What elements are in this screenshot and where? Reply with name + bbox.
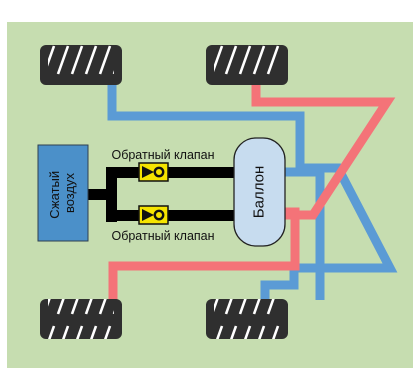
source-label-line2: воздух <box>62 172 77 213</box>
black-lines <box>88 167 236 222</box>
valve-label-bottom: Обратный клапан <box>111 229 214 243</box>
tank-label: Баллон <box>250 166 267 219</box>
compressed-air-box <box>37 144 89 242</box>
check-valve-top: Обратный клапан <box>111 148 215 182</box>
manifold-vertical <box>106 167 117 222</box>
tire-rear-left <box>40 299 122 339</box>
blue-line-path-2 <box>285 167 325 300</box>
tire-front-right <box>206 45 288 85</box>
tire-icon <box>206 45 288 85</box>
red-line-path-2 <box>108 207 300 300</box>
tank-body <box>233 137 286 247</box>
blue-line-path-1 <box>107 84 398 300</box>
blue-lines <box>107 84 398 300</box>
check-valve-icon <box>138 162 169 182</box>
check-valve-bottom: Обратный клапан <box>111 205 215 243</box>
source-label-line1: Сжатый <box>47 171 62 219</box>
svg-text:Сжатый воздух: Сжатый воздух <box>47 167 77 219</box>
red-lines <box>108 85 396 300</box>
tire-icon <box>40 299 122 339</box>
source-stub <box>88 189 112 200</box>
top-feed-line <box>106 167 236 178</box>
air-tank: Баллон <box>233 137 286 247</box>
check-valve-icon <box>138 205 169 225</box>
valve-label-top: Обратный клапан <box>111 148 214 162</box>
compressed-air-source: Сжатый воздух <box>37 144 89 242</box>
tire-icon <box>206 299 288 339</box>
bottom-feed-line <box>106 210 236 221</box>
red-line-path-1 <box>251 85 396 220</box>
tire-front-left <box>40 45 122 85</box>
tire-icon <box>40 45 122 85</box>
tire-rear-right <box>206 299 288 339</box>
